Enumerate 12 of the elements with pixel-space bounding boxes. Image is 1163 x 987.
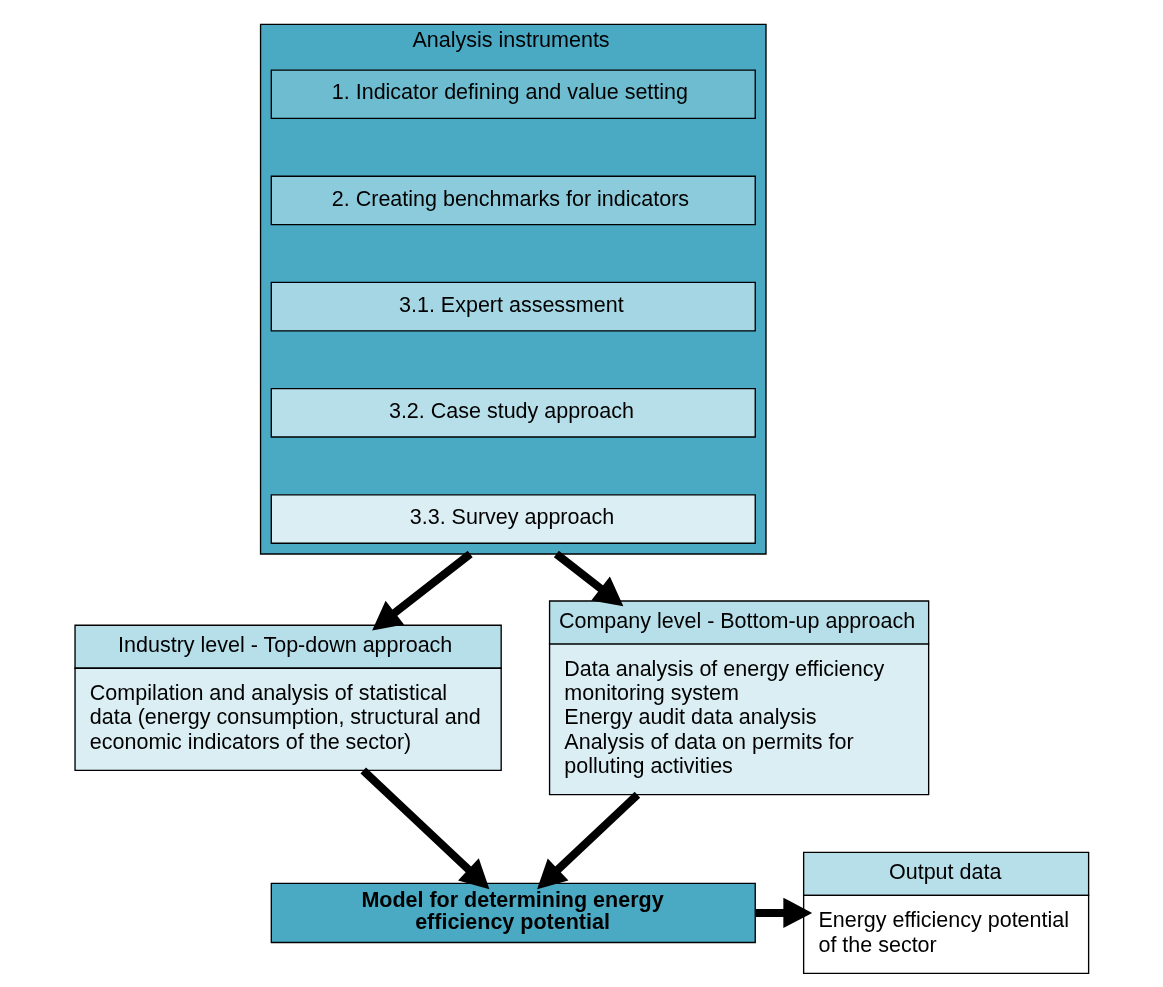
arrow [553,550,624,607]
node-box: 3.1. Expert assessment [270,281,756,332]
node-box: 3.3. Survey approach [270,494,756,544]
node-box: Model for determining energy efficiency potential [270,882,756,944]
node-box: 3.2. Case study approach [270,387,756,438]
arrow [755,897,813,929]
arrow [372,550,473,631]
arrow [537,791,641,890]
node-box: 2. Creating benchmarks for indicators [270,175,756,226]
node-text: Industry level - Top-down approach Compilation and analysis of statistical data (energy consumption, structural and economic indicators of the sector) [89,632,481,754]
node-box: 1. Indicator defining and value setting [270,69,756,120]
arrow [360,767,490,890]
